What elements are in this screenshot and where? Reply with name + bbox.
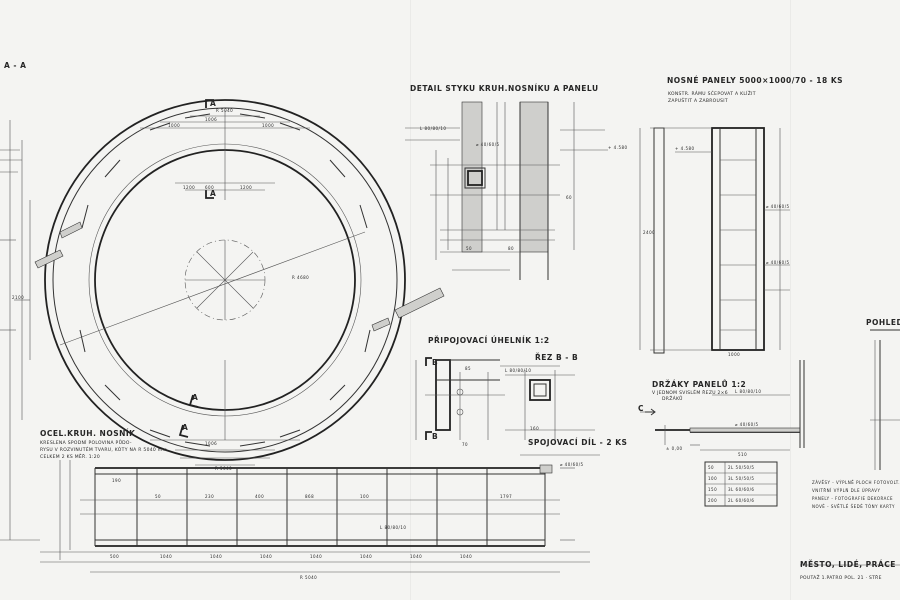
level-note: ± 0,00 (666, 446, 683, 451)
profile-note: L 80/80/10 (380, 525, 407, 530)
developed-beam (40, 460, 590, 573)
exhibition-title: MĚSTO, LIDÉ, PRÁCE (800, 560, 896, 569)
dimension-label: 60 (566, 195, 573, 200)
dimension-label: 50 (466, 246, 473, 251)
joint-detail (405, 101, 608, 280)
joint-detail-title: DETAIL STYKU KRUH.NOSNÍKU A PANELU (410, 84, 599, 93)
dimension-label: 868 (305, 494, 315, 499)
beam-note: KRESLENA SPODNÍ POLOVINA PŮDO- (40, 441, 132, 446)
profile-note: ⌀ 40/60/5 (476, 142, 500, 147)
section-bb-title: ŘEZ B - B (535, 353, 579, 362)
connecting-angle-title: PŘIPOJOVACÍ ÚHELNÍK 1:2 (428, 336, 550, 345)
beam-title: OCEL.KRUH. NOSNÍK (40, 429, 136, 438)
level-note: + 4.580 (675, 146, 695, 151)
dimension-label: 1040 (260, 554, 273, 559)
load-panels-note: ZAPUŠTIT A ZABROUSIT (668, 99, 728, 104)
dimension-label: R 4680 (292, 275, 310, 280)
dimension-label: 1040 (360, 554, 373, 559)
table-cell: 100 (708, 476, 718, 481)
dimension-label: 50 (155, 494, 162, 499)
dimension-label: 1040 (160, 554, 173, 559)
table-cell: 150 (708, 487, 718, 492)
dimension-label: 1040 (460, 554, 473, 559)
dimension-label: 1040 (210, 554, 223, 559)
profile-table (704, 461, 778, 507)
note-line: NOVÉ - SVĚTLÉ ŠEDÉ TÓNY KARTY (812, 504, 896, 509)
dimension-label: R 5040 (216, 108, 234, 113)
load-panels-note: KONSTR. RÁMU SČEPOVAT A KLÍŽIT (668, 92, 756, 97)
ring-plan (14, 99, 445, 466)
fold-line (790, 0, 791, 600)
note-line: PANELY - FOTOGRAFIE DEKORACE (812, 496, 894, 501)
dimension-label: 160 (530, 426, 540, 431)
load-panel-elevation (639, 127, 790, 354)
dimension-label: 230 (205, 494, 215, 499)
section-mark-a: A (192, 393, 199, 402)
dimension-label: R 5040 (215, 466, 233, 471)
table-cell: 3L 60/60/6 (728, 487, 755, 492)
section-mark-a: A (210, 99, 217, 108)
right-elevation (800, 329, 900, 566)
level-note: + 4.580 (608, 145, 628, 150)
dimension-label: 600 (205, 185, 215, 190)
dimension-label: 80 (508, 246, 515, 251)
dimension-label: 1200 (183, 185, 196, 190)
profile-note: L 80/80/10 (735, 389, 762, 394)
section-mark-b: B (432, 358, 439, 367)
dimension-label: 70 (462, 442, 469, 447)
panel-holders-title: DRŽÁKY PANELŮ 1:2 (652, 380, 747, 389)
note-line: VNITŘNÍ VÝPLŇ DLE ÚPRAVY (812, 488, 881, 493)
section-mark-a: A (182, 423, 189, 432)
connecting-angle (415, 357, 600, 456)
table-cell: 2L 60/60/6 (728, 498, 755, 503)
profile-note: ⌀ 40/60/5 (560, 462, 584, 467)
dimension-label: 1006 (205, 441, 218, 446)
profile-note: L 80/80/10 (420, 126, 447, 131)
section-mark-a: A (210, 189, 217, 198)
elevation-title: POHLED (866, 318, 900, 327)
table-cell: 2L 50/50/5 (728, 465, 755, 470)
note-line: ZÁVĚSY - VÝPLNĚ PLOCH FOTOVOLT. (812, 480, 900, 485)
section-aa-title: A - A (4, 61, 27, 70)
fold-line (410, 0, 411, 600)
dimension-label: 1040 (410, 554, 423, 559)
dimension-label: 1006 (205, 117, 218, 122)
dimension-label: 1040 (310, 554, 323, 559)
connecting-part-title: SPOJOVACÍ DÍL - 2 KS (528, 438, 628, 447)
dimension-label: 190 (112, 478, 122, 483)
section-mark-b: B (432, 432, 439, 441)
section-mark-c: C (638, 404, 645, 413)
panel-holders-note: DRŽÁKŮ (662, 397, 683, 402)
dimension-label: 500 (110, 554, 120, 559)
table-cell: 50 (708, 465, 715, 470)
location-note: POUTAŽ 1.PATRO POL. 21 · STŘE (800, 576, 882, 581)
panel-holders-note: V JEDNOM SVISLÉM ŘEZU 2×6 (652, 391, 728, 396)
dimension-label: 85 (465, 366, 472, 371)
panel-holders (640, 360, 805, 451)
dimension-label: R 5040 (300, 575, 318, 580)
dimension-label: 400 (255, 494, 265, 499)
dimension-label: 1000 (262, 123, 275, 128)
dimension-label: 100 (360, 494, 370, 499)
profile-note: ⌀ 40/60/5 (735, 422, 759, 427)
beam-note: RYSU V ROZVINUTÉM TVARU, KÓTY NA R 5040 … (40, 448, 168, 453)
dimension-label: 510 (738, 452, 748, 457)
table-cell: 3L 50/50/5 (728, 476, 755, 481)
dimension-label: 1000 (168, 123, 181, 128)
profile-note: ⌀ 40/60/5 (766, 260, 790, 265)
dimension-label: 1200 (240, 185, 253, 190)
load-panels-title: NOSNÉ PANELY 5000×1000/70 - 18 KS (667, 76, 844, 85)
table-cell: 200 (708, 498, 718, 503)
left-margin-fragments (0, 120, 40, 541)
dimension-label: 1000 (728, 352, 741, 357)
dimension-label: 2400 (643, 230, 656, 235)
profile-note: ⌀ 40/60/5 (766, 204, 790, 209)
dimension-label: 2100 (12, 295, 25, 300)
profile-note: L 80/80/10 (505, 368, 532, 373)
beam-note: CELKEM 2 KS MĚŘ. 1:20 (40, 455, 101, 460)
dimension-label: 1797 (500, 494, 513, 499)
